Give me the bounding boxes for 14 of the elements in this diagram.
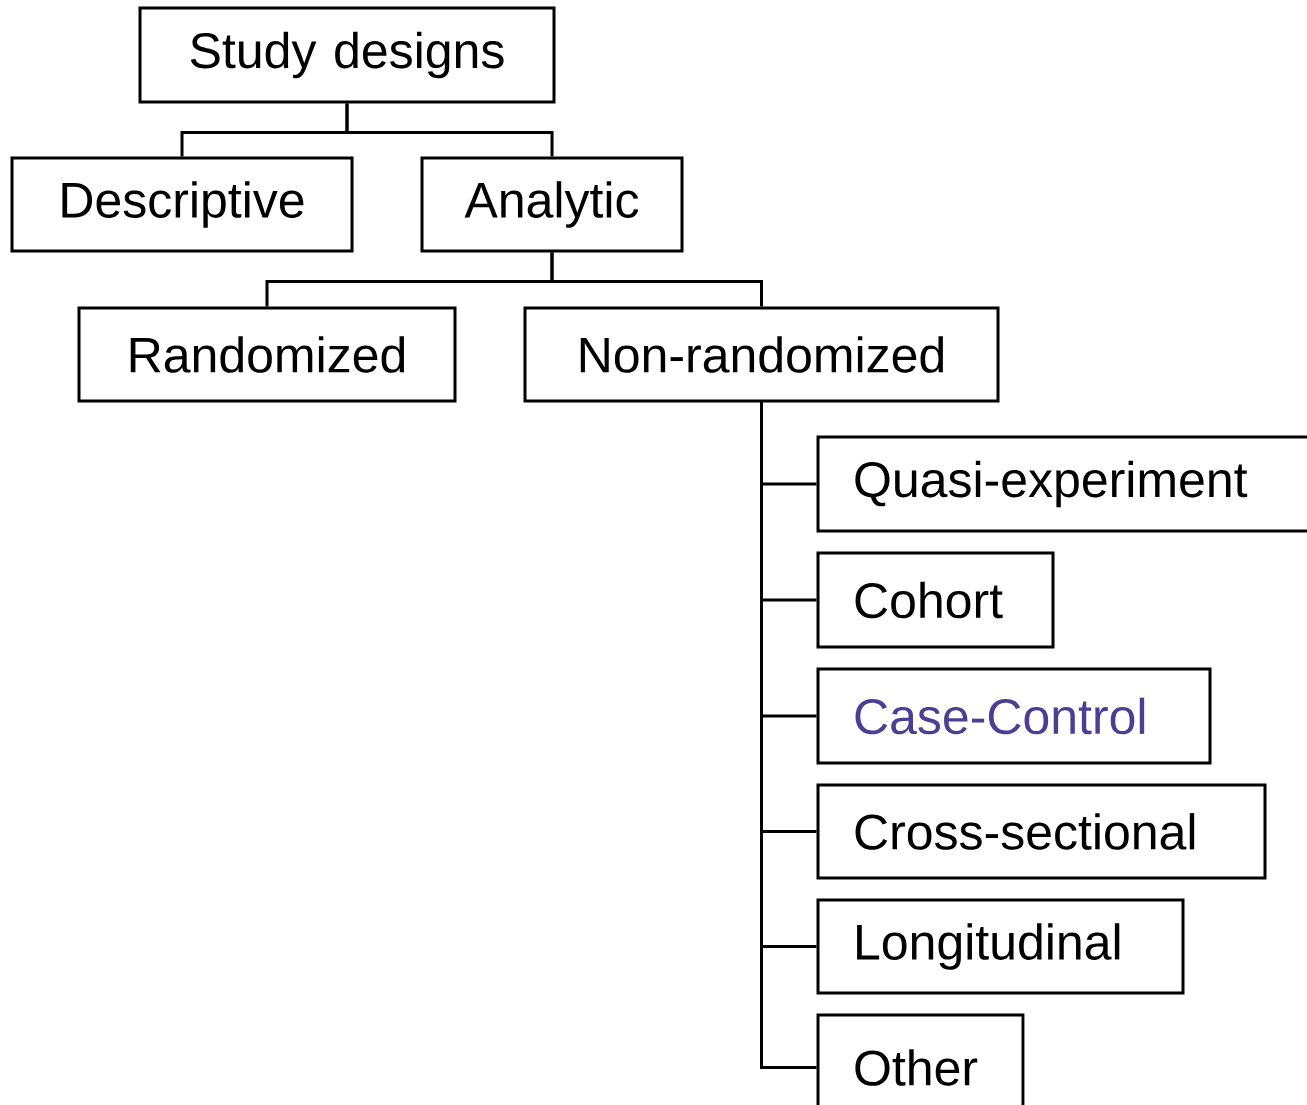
design-box: Longitudinal (816, 898, 1185, 995)
connector-line (760, 402, 817, 1069)
design-box: Cohort (816, 551, 1055, 649)
design-box: Cross-sectional (816, 783, 1267, 880)
design-box: Other (816, 1013, 1025, 1105)
design-box: Randomized (77, 306, 457, 403)
connector-line (345, 103, 554, 157)
connector-line (550, 252, 763, 307)
design-box: Quasi-experiment (816, 435, 1307, 533)
design-box: Analytic (420, 156, 684, 253)
design-box: Descriptive (10, 156, 354, 253)
design-box: Study designs (138, 6, 556, 104)
design-box: Non-randomized (523, 306, 1000, 403)
design-box: Case-Control (816, 667, 1212, 765)
